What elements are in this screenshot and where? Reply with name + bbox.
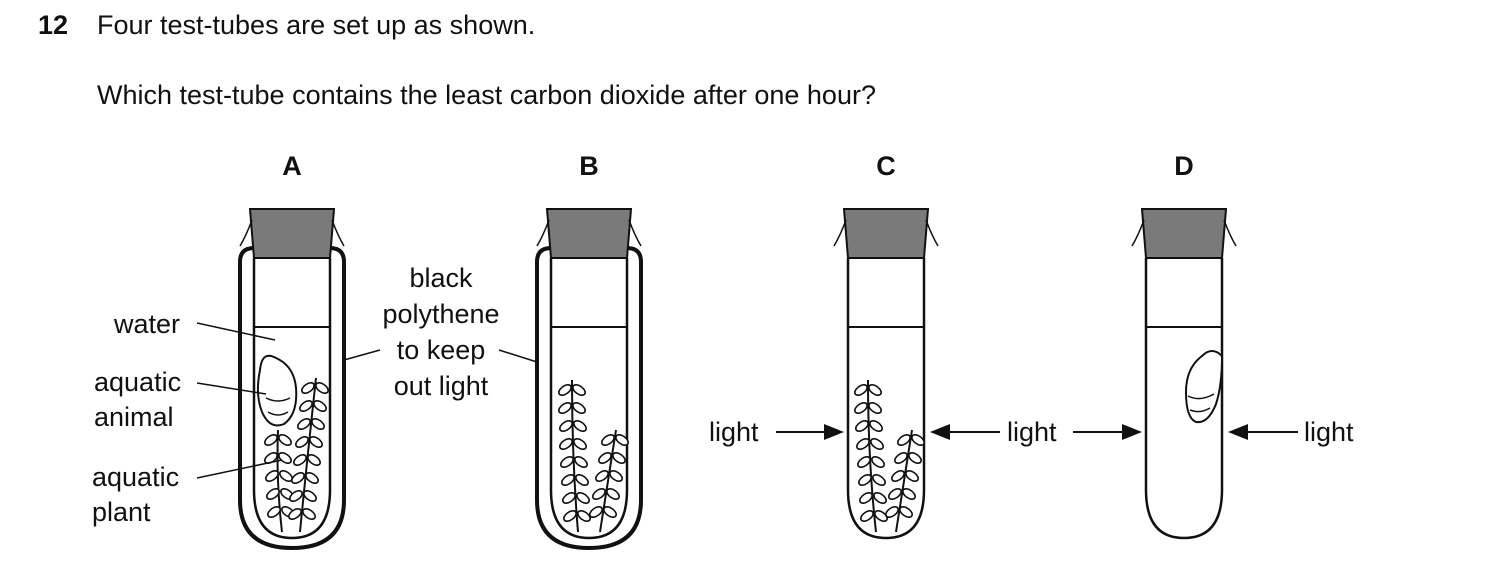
tube-letter-c: C (876, 151, 896, 181)
tube-b (535, 208, 643, 551)
black-polythene-wrap (535, 246, 643, 551)
stopper (842, 208, 930, 259)
tube-wall (252, 258, 332, 540)
tube-wall (549, 258, 629, 540)
tube-letter-b: B (579, 151, 599, 181)
stopper (1140, 208, 1228, 259)
label-polythene-line1: black (409, 263, 473, 293)
label-polythene-line3: to keep (397, 335, 486, 365)
tube-letter-a: A (282, 151, 302, 181)
label-aquatic-plant-line1: aquatic (92, 462, 179, 492)
aquatic-plant (262, 377, 331, 533)
leader-aquatic-plant (196, 459, 283, 479)
aquatic-animal (256, 354, 298, 427)
black-polythene-wrap (238, 246, 346, 551)
label-polythene-line2: polythene (382, 299, 499, 329)
tube-c (833, 208, 939, 540)
label-light-c-left: light (709, 417, 759, 447)
stopper (545, 208, 633, 259)
label-aquatic-animal-line2: animal (94, 402, 174, 432)
question-prompt: Which test-tube contains the least carbo… (97, 80, 876, 110)
leader-water (196, 322, 276, 341)
aquatic-animal (1184, 350, 1224, 424)
tube-wall (1144, 258, 1224, 540)
aquatic-plant (556, 379, 631, 533)
tube-letter-d: D (1174, 151, 1194, 181)
label-polythene-line4: out light (394, 371, 489, 401)
leader-polythene-b (498, 349, 538, 363)
label-aquatic-animal-line1: aquatic (94, 367, 181, 397)
tube-d (1131, 208, 1237, 540)
tube-a (238, 208, 346, 551)
label-aquatic-plant-line2: plant (92, 497, 151, 527)
leader-polythene-a (343, 349, 381, 361)
tube-wall (846, 258, 926, 540)
stopper (248, 208, 336, 259)
question-intro: Four test-tubes are set up as shown. (97, 10, 536, 40)
leader-aquatic-animal (196, 382, 267, 395)
label-water: water (113, 309, 180, 339)
label-light-middle: light (1007, 417, 1057, 447)
question-number: 12 (38, 10, 69, 40)
aquatic-plant (852, 379, 927, 533)
label-light-d-right: light (1304, 417, 1354, 447)
